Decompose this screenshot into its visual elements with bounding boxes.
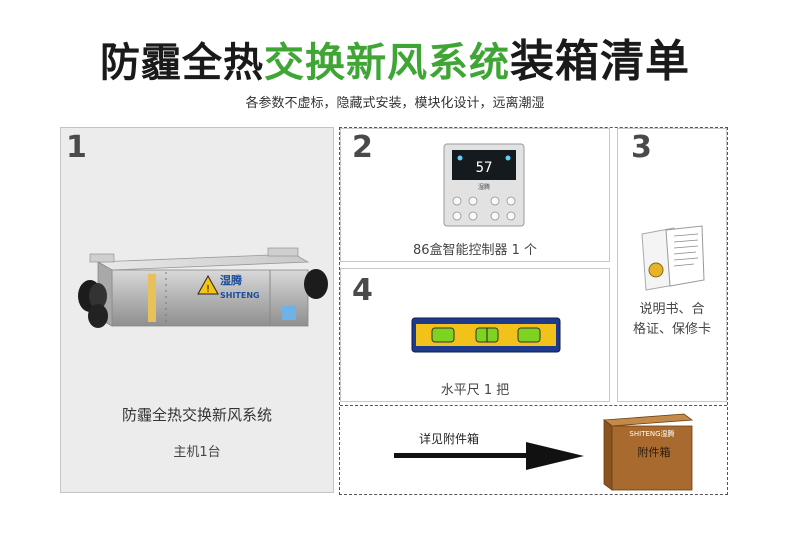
accessory-box-label: 附件箱 xyxy=(638,445,671,459)
controller-image: 57 湿腾 xyxy=(443,143,525,227)
unit-brand-en: SHITENG xyxy=(220,291,260,300)
manuals-caption-line-2: 格证、保修卡 xyxy=(632,322,711,337)
title-part-1: 防霾全热 xyxy=(100,40,264,86)
panel-number-1: 1 xyxy=(66,130,87,165)
page-title: 防霾全热交换新风系统装箱清单 xyxy=(0,38,790,87)
arrow-right-icon xyxy=(394,442,584,470)
accessory-box-brand: SHITENG湿腾 xyxy=(629,429,674,438)
main-unit-name: 防霾全热交换新风系统 xyxy=(121,406,272,424)
panel-number-3: 3 xyxy=(631,130,652,165)
manuals-caption-line-1: 说明书、合 xyxy=(639,302,705,317)
ventilator-unit-image: ! 湿腾 SHITENG xyxy=(78,247,328,328)
controller-brand: 湿腾 xyxy=(478,183,490,191)
page-subtitle: 各参数不虚标，隐藏式安装，模块化设计，远离潮湿 xyxy=(245,96,545,111)
controller-caption: 86盒智能控制器 1 个 xyxy=(412,243,538,258)
accessory-row-divider xyxy=(340,405,727,406)
spirit-level-image xyxy=(411,317,561,353)
unit-brand-cn: 湿腾 xyxy=(220,273,243,287)
controller-display-value: 57 xyxy=(476,160,493,176)
accessories-group xyxy=(339,127,728,495)
main-unit-quantity: 主机1台 xyxy=(173,445,221,460)
title-part-3: 装箱清单 xyxy=(510,36,690,87)
level-caption: 水平尺 1 把 xyxy=(440,383,510,398)
panel-number-2: 2 xyxy=(352,130,373,165)
title-part-2: 交换新风系统 xyxy=(264,40,510,86)
svg-text:!: ! xyxy=(206,284,210,295)
accessory-note: 详见附件箱 xyxy=(419,432,480,446)
manuals-image xyxy=(641,225,705,291)
accessory-box-image: SHITENG湿腾 附件箱 xyxy=(602,413,694,491)
panel-number-4: 4 xyxy=(352,273,373,308)
